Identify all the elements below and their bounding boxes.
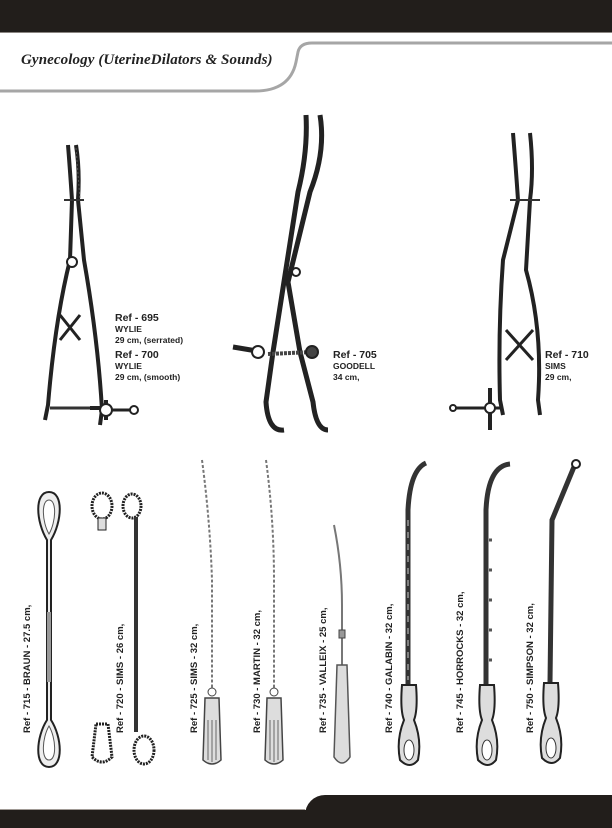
label-ref-720: Ref - 720 - SIMS - 26 cm, xyxy=(115,623,126,733)
label-ref-730: Ref - 730 - MARTIN - 32 cm, xyxy=(252,610,263,733)
label-ref-735: Ref - 735 - VALLEIX - 25 cm, xyxy=(318,607,329,733)
section-header: Gynecology (UterineDilators & Sounds) xyxy=(0,0,612,100)
label-ref-695: Ref - 695 WYLIE 29 cm, (serrated) xyxy=(115,312,184,346)
sims-dilator-icon xyxy=(449,132,542,430)
martin-uterine-sound-icon xyxy=(264,459,284,765)
label-ref-710: Ref - 710 SIMS 29 cm, xyxy=(545,349,589,383)
footer-tab xyxy=(305,795,612,828)
braun-double-ended-dilator-icon xyxy=(37,490,61,769)
label-ref-725: Ref - 725 - SIMS - 32 cm, xyxy=(189,623,200,733)
label-ref-745: Ref - 745 - HORROCKS - 32 cm, xyxy=(455,591,466,733)
sims-uterine-sound-icon xyxy=(201,459,222,765)
wylie-dilator-icon xyxy=(43,144,139,426)
simpson-uterine-sound-icon xyxy=(539,459,581,764)
header-tab-outline-icon xyxy=(0,41,612,93)
goodell-dilator-icon xyxy=(232,114,329,433)
valleix-uterine-sound-icon xyxy=(333,524,351,764)
footer-rule xyxy=(0,809,305,810)
label-ref-715: Ref - 715 - BRAUN - 27.5 cm, xyxy=(22,604,33,733)
top-band xyxy=(0,0,612,33)
label-ref-700: Ref - 700 WYLIE 29 cm, (smooth) xyxy=(115,349,181,383)
sims-double-ended-curette-icon xyxy=(90,491,156,766)
label-ref-705: Ref - 705 GOODELL 34 cm, xyxy=(333,349,377,383)
page-title: Gynecology (UterineDilators & Sounds) xyxy=(21,52,273,68)
label-ref-740: Ref - 740 - GALABIN - 32 cm, xyxy=(384,603,395,733)
galabin-uterine-sound-icon xyxy=(397,460,428,766)
label-ref-750: Ref - 750 - SIMPSON - 32 cm, xyxy=(525,603,536,733)
horrocks-uterine-sound-icon xyxy=(475,461,511,766)
